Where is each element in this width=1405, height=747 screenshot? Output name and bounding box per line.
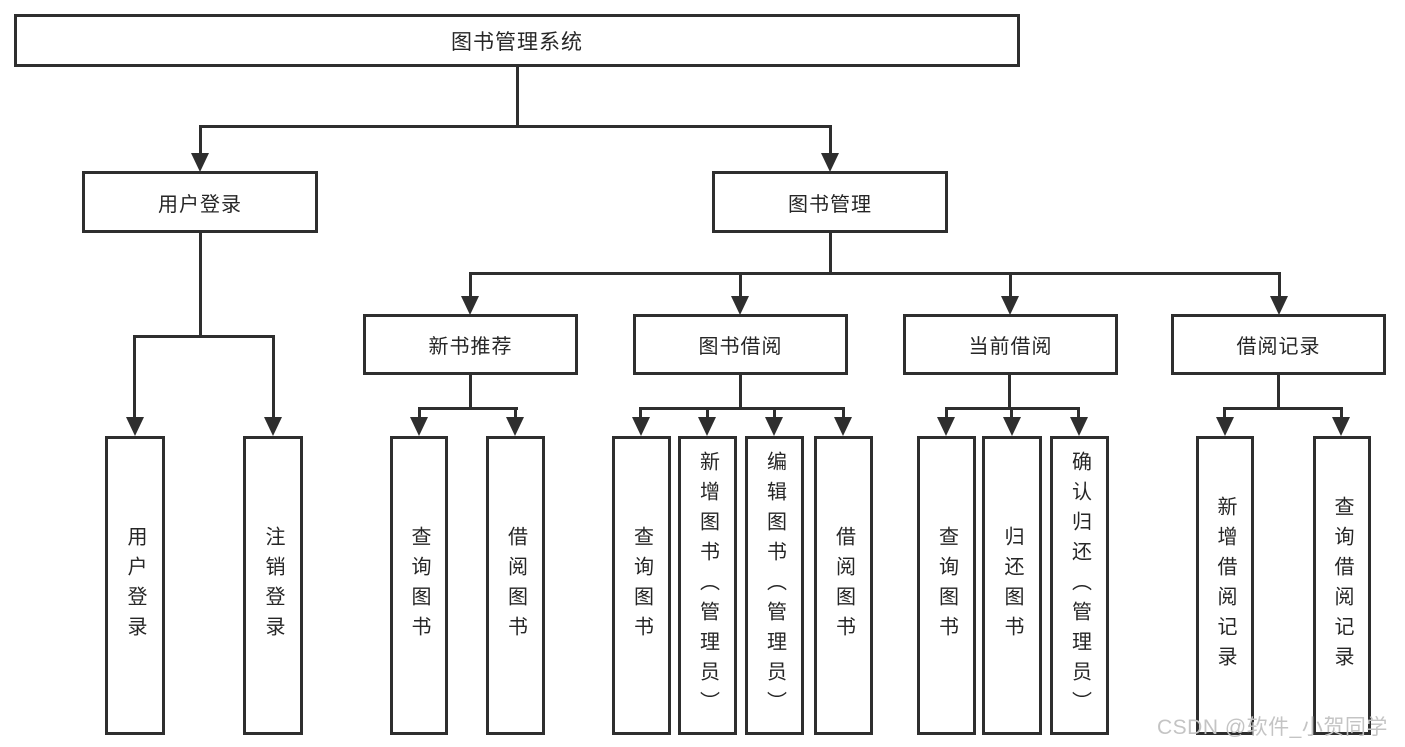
connector-line: [469, 272, 1281, 275]
arrow-down-icon: [461, 296, 479, 315]
csdn-watermark: CSDN @软件_小贺同学: [1157, 716, 1388, 739]
connector-line: [1077, 410, 1080, 420]
connector-line: [773, 410, 776, 420]
leaf-add-borrow-record: 新增借阅记录: [1196, 436, 1254, 735]
arrow-down-icon: [1332, 417, 1350, 436]
connector-line: [1010, 410, 1013, 420]
leaf-query-books-3: 查询图书: [917, 436, 976, 735]
connector-line: [945, 410, 948, 420]
arrow-down-icon: [264, 417, 282, 436]
arrow-down-icon: [632, 417, 650, 436]
leaf-return-books-label: 归还图书: [1001, 525, 1023, 646]
node-user-login-label: 用户登录: [158, 193, 242, 216]
connector-line: [1340, 410, 1343, 420]
arrow-down-icon: [506, 417, 524, 436]
connector-line: [199, 128, 202, 156]
node-book-borrow-label: 图书借阅: [698, 336, 783, 358]
arrow-down-icon: [126, 417, 144, 436]
arrow-down-icon: [698, 417, 716, 436]
connector-line: [1223, 407, 1343, 410]
leaf-return-books: 归还图书: [982, 436, 1042, 735]
arrow-down-icon: [1001, 296, 1019, 315]
connector-line: [199, 125, 832, 128]
arrow-down-icon: [1270, 296, 1288, 315]
leaf-user-login-label: 用户登录: [124, 525, 146, 646]
leaf-borrow-books-1-label: 借阅图书: [504, 525, 527, 646]
connector-line: [133, 335, 275, 338]
connector-line: [706, 410, 709, 420]
leaf-user-login: 用户登录: [105, 436, 165, 735]
connector-line: [514, 410, 517, 420]
connector-line: [1278, 275, 1281, 299]
leaf-edit-book-admin-label: 编辑图书（管理员）: [763, 450, 786, 721]
arrow-down-icon: [410, 417, 428, 436]
leaf-confirm-return-admin-label: 确认归还（管理员）: [1068, 450, 1091, 721]
leaf-query-books-3-label: 查询图书: [935, 525, 958, 646]
node-current-borrow-label: 当前借阅: [968, 336, 1053, 358]
leaf-add-borrow-record-label: 新增借阅记录: [1214, 495, 1236, 676]
connector-line: [1009, 275, 1012, 299]
leaf-logout-login: 注销登录: [243, 436, 303, 735]
leaf-query-books-2: 查询图书: [612, 436, 671, 735]
connector-line: [739, 275, 742, 299]
connector-line: [133, 338, 136, 420]
leaf-add-book-admin: 新增图书（管理员）: [678, 436, 737, 735]
connector-line: [516, 66, 519, 128]
leaf-edit-book-admin: 编辑图书（管理员）: [745, 436, 804, 735]
node-book-management: 图书管理: [712, 171, 948, 233]
node-root: 图书管理系统: [14, 14, 1020, 67]
node-book-borrow: 图书借阅: [633, 314, 848, 375]
connector-line: [842, 410, 845, 420]
arrow-down-icon: [731, 296, 749, 315]
node-borrow-records-label: 借阅记录: [1236, 336, 1321, 358]
leaf-confirm-return-admin: 确认归还（管理员）: [1050, 436, 1109, 735]
connector-line: [1277, 375, 1280, 409]
node-borrow-records: 借阅记录: [1171, 314, 1386, 375]
connector-line: [469, 275, 472, 299]
connector-line: [829, 233, 832, 274]
arrow-down-icon: [1003, 417, 1021, 436]
leaf-add-book-admin-label: 新增图书（管理员）: [696, 450, 719, 721]
arrow-down-icon: [1070, 417, 1088, 436]
leaf-query-books-1: 查询图书: [390, 436, 448, 735]
node-new-book-recommend-label: 新书推荐: [428, 336, 513, 358]
node-new-book-recommend: 新书推荐: [363, 314, 578, 375]
arrow-down-icon: [821, 153, 839, 172]
connector-line: [639, 407, 845, 410]
connector-line: [1223, 410, 1226, 420]
node-user-login: 用户登录: [82, 171, 318, 233]
connector-line: [199, 233, 202, 335]
leaf-borrow-books-2-label: 借阅图书: [832, 525, 855, 646]
leaf-borrow-books-2: 借阅图书: [814, 436, 873, 735]
node-current-borrow: 当前借阅: [903, 314, 1118, 375]
arrow-down-icon: [765, 417, 783, 436]
connector-line: [639, 410, 642, 420]
leaf-logout-login-label: 注销登录: [262, 525, 284, 646]
connector-line: [469, 375, 472, 409]
leaf-borrow-books-1: 借阅图书: [486, 436, 545, 735]
leaf-query-borrow-record-label: 查询借阅记录: [1331, 495, 1353, 676]
arrow-down-icon: [834, 417, 852, 436]
connector-line: [739, 375, 742, 409]
connector-line: [272, 338, 275, 420]
leaf-query-books-2-label: 查询图书: [630, 525, 653, 646]
arrow-down-icon: [1216, 417, 1234, 436]
node-book-management-label: 图书管理: [788, 193, 872, 216]
node-root-label: 图书管理系统: [451, 30, 583, 54]
leaf-query-books-1-label: 查询图书: [408, 525, 430, 646]
connector-line: [1008, 375, 1011, 409]
connector-line: [829, 128, 832, 156]
connector-line: [945, 407, 1080, 410]
arrow-down-icon: [191, 153, 209, 172]
arrow-down-icon: [937, 417, 955, 436]
leaf-query-borrow-record: 查询借阅记录: [1313, 436, 1371, 735]
connector-line: [418, 407, 518, 410]
connector-line: [418, 410, 421, 420]
